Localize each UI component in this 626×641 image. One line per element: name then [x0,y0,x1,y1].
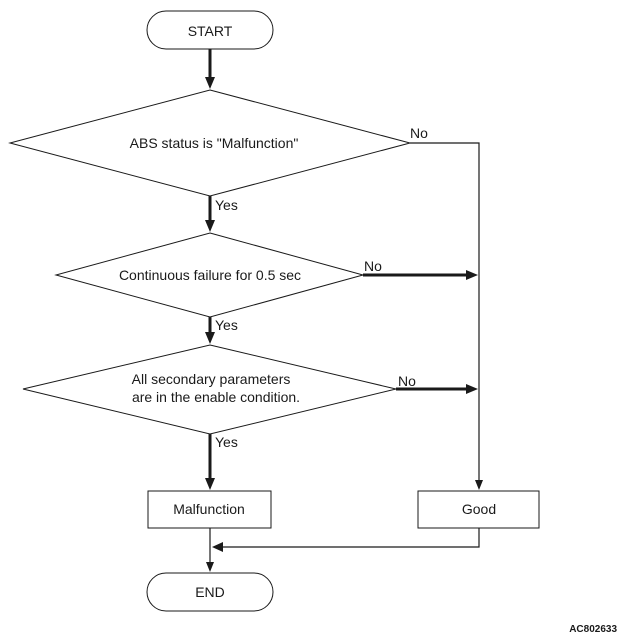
no-label-decision3: No [398,373,416,389]
decision-secondary-line2: are in the enable condition. [132,389,300,405]
arrowhead-icon [205,478,215,490]
arrowhead-icon [205,220,215,232]
connector-decision1-no-to-good [410,142,480,482]
end-label: END [195,584,225,600]
arrowhead-icon [466,384,478,394]
figure-code: AC802633 [569,624,617,635]
malfunction-box: Malfunction [147,490,272,529]
arrowhead-icon [205,332,215,344]
end-terminator: END [146,572,274,612]
no-label-decision1: No [410,125,428,141]
no-label-decision2: No [364,258,382,274]
arrowhead-icon [466,270,478,280]
arrowhead-icon [212,542,223,552]
start-terminator: START [146,10,274,50]
arrowhead-icon [475,480,483,490]
malfunction-label: Malfunction [173,501,245,517]
yes-label-decision2: Yes [215,317,238,333]
start-label: START [188,23,233,39]
decision-abs-status-label: ABS status is "Malfunction" [130,135,299,151]
yes-label-decision1: Yes [215,197,238,213]
decision-continuous-failure-label: Continuous failure for 0.5 sec [119,267,301,283]
decision-secondary-line1: All secondary parameters [132,371,291,387]
arrowhead-icon [205,77,215,89]
arrowhead-icon [206,562,214,572]
good-box: Good [417,490,540,529]
yes-label-decision3: Yes [215,434,238,450]
good-label: Good [462,501,496,517]
connector-good-to-end [222,528,480,548]
decision-continuous-failure: Continuous failure for 0.5 sec [54,232,365,318]
decision-abs-status: ABS status is "Malfunction" [8,89,412,197]
decision-secondary-parameters: All secondary parameters are in the enab… [22,344,397,435]
